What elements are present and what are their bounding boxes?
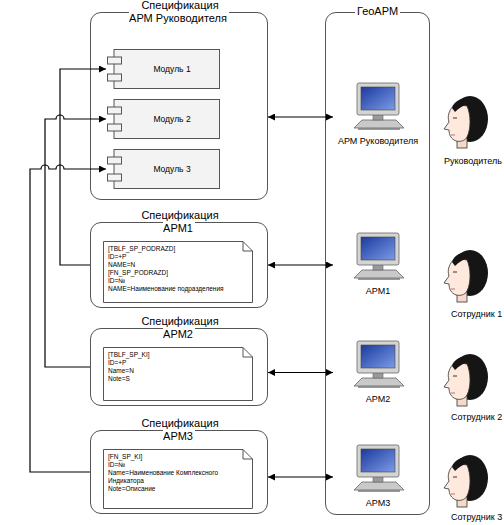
spec-line: [TBLF_SP_KI] <box>108 351 241 359</box>
spec-line: ID=+P <box>108 359 241 367</box>
document-text: [TBLF_SP_KI]ID=+PName=NNote=S <box>108 351 241 383</box>
module-label: Модуль 2 <box>153 114 190 124</box>
person-label: Сотрудник 3 <box>451 512 502 523</box>
spec-line: Note=Описание <box>108 485 241 493</box>
module-component: Модуль 3 <box>106 149 220 189</box>
module-label-box: Модуль 2 <box>124 99 220 139</box>
box-title: Спецификация АРМ Руководителя <box>119 0 239 25</box>
spec-line: Name=N <box>108 367 241 375</box>
title-text: ГеоАРМ <box>355 5 400 17</box>
spec-line: Note=S <box>108 375 241 383</box>
workstation-computer: АРМ Руководителя <box>333 81 423 153</box>
workstation-computer: АРМ3 <box>333 443 423 511</box>
person-icon <box>444 354 488 406</box>
box-title: Спецификация АРМ1 <box>129 209 229 235</box>
box-title: ГеоАРМ <box>338 5 418 18</box>
specification-box: Спецификация АРМ РуководителяМодуль 1Мод… <box>90 12 268 200</box>
workstation-computer: АРМ2 <box>333 339 423 407</box>
computer-label-box: АРМ2 <box>327 394 429 405</box>
system-group-box: ГеоАРМАРМ РуководителяАРМ1АРМ2АРМ3 <box>325 12 430 515</box>
connector-arrow <box>268 264 333 265</box>
spec-line: NAME=Наименование подразделения <box>108 285 241 293</box>
spec-line: NAME=N <box>108 261 241 269</box>
specification-box: Спецификация АРМ2[TBLF_SP_KI]ID=+PName=N… <box>90 328 268 406</box>
title-text: Спецификация АРМ2 <box>139 315 218 340</box>
spec-line: ID=№ <box>108 277 241 285</box>
connector-arrow <box>268 116 333 117</box>
computer-label: АРМ3 <box>366 498 390 508</box>
spec-document: [FN_SP_KI]ID=№Name=Наименование Комплекс… <box>103 449 253 509</box>
computer-icon <box>350 231 406 283</box>
spec-line: [TBLF_SP_PODRAZD] <box>108 245 241 253</box>
computer-icon <box>350 339 406 391</box>
person-icon <box>444 250 488 302</box>
specification-box: Спецификация АРМ3[FN_SP_KI]ID=№Name=Наим… <box>90 430 268 514</box>
workstation-computer: АРМ1 <box>333 231 423 299</box>
connector-arrow <box>268 372 333 373</box>
module-label: Модуль 3 <box>153 164 190 174</box>
module-component: Модуль 2 <box>106 99 220 139</box>
person-label: Сотрудник 1 <box>451 309 502 320</box>
specification-box: Спецификация АРМ1[TBLF_SP_PODRAZD]ID=+PN… <box>90 222 268 308</box>
title-text: Спецификация АРМ3 <box>139 417 218 442</box>
connector-arrow <box>30 165 106 472</box>
box-title: Спецификация АРМ2 <box>129 315 229 341</box>
title-text: Спецификация АРМ1 <box>139 209 218 234</box>
document-text: [FN_SP_KI]ID=№Name=Наименование Комплекс… <box>108 453 241 493</box>
box-title: Спецификация АРМ3 <box>129 417 229 443</box>
computer-label: АРМ1 <box>366 286 390 296</box>
person-icon <box>444 96 488 148</box>
document-text: [TBLF_SP_PODRAZD]ID=+PNAME=N[FN_SP_PODRA… <box>108 245 241 293</box>
module-component: Модуль 1 <box>106 49 220 89</box>
computer-label-box: АРМ3 <box>327 498 429 509</box>
spec-line: Name=Наименование Комплексного Индикатор… <box>108 469 241 485</box>
computer-icon <box>350 443 406 495</box>
spec-document: [TBLF_SP_PODRAZD]ID=+PNAME=N[FN_SP_PODRA… <box>103 241 253 303</box>
module-label: Модуль 1 <box>153 64 190 74</box>
person-icon <box>444 455 488 507</box>
computer-label-box: АРМ Руководителя <box>327 136 429 147</box>
title-text: Спецификация АРМ Руководителя <box>129 0 229 24</box>
module-label-box: Модуль 1 <box>124 49 220 89</box>
connector-arrow <box>268 476 333 477</box>
computer-icon <box>350 81 406 133</box>
spec-document: [TBLF_SP_KI]ID=+PName=NNote=S <box>103 347 253 401</box>
module-label-box: Модуль 3 <box>124 149 220 189</box>
spec-line: ID=+P <box>108 253 241 261</box>
spec-line: [FN_SP_KI] <box>108 453 241 461</box>
person-label: Руководитель <box>444 156 502 167</box>
connector-arrow <box>60 69 106 265</box>
person-label: Сотрудник 2 <box>451 412 502 423</box>
computer-label: АРМ2 <box>366 394 390 404</box>
connector-arrow <box>45 115 106 367</box>
computer-label: АРМ Руководителя <box>338 136 418 146</box>
spec-line: [FN_SP_PODRAZD] <box>108 269 241 277</box>
spec-line: ID=№ <box>108 461 241 469</box>
computer-label-box: АРМ1 <box>327 286 429 297</box>
